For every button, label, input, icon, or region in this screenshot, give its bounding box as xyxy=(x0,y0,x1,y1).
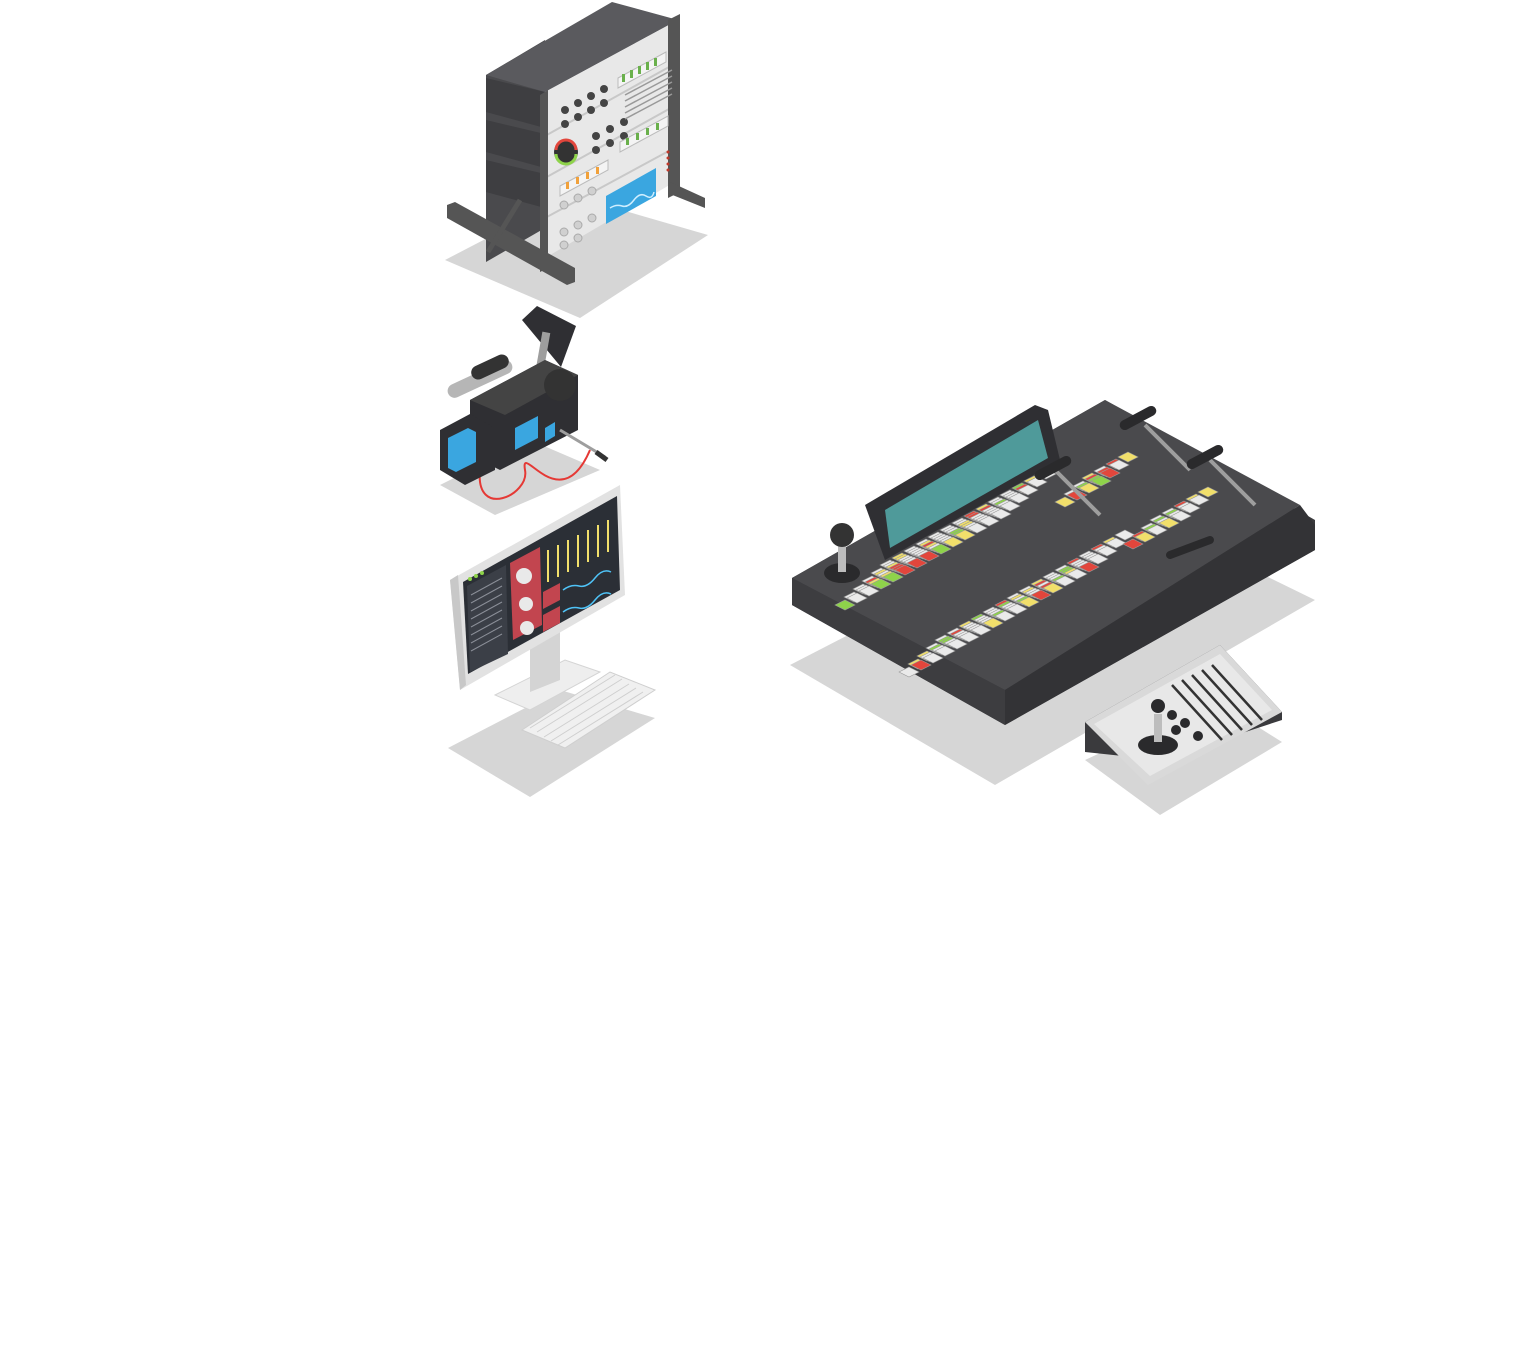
switcher-key xyxy=(942,536,964,548)
switcher-key xyxy=(870,578,892,590)
switcher-key xyxy=(1054,496,1076,508)
switcher-key xyxy=(922,652,944,664)
switcher-key xyxy=(1197,486,1219,498)
keyboard-icon xyxy=(520,671,657,749)
switcher-key xyxy=(918,550,940,562)
switcher-key xyxy=(934,645,956,657)
joystick-panel-icon xyxy=(1085,645,1282,815)
switcher-key xyxy=(1087,553,1109,565)
switcher-key xyxy=(1114,529,1136,541)
switcher-key xyxy=(1099,467,1121,479)
switcher-key xyxy=(1018,596,1040,608)
switcher-key xyxy=(1122,538,1144,550)
switcher-key xyxy=(858,585,880,597)
switcher-key xyxy=(1158,517,1180,529)
switcher-key xyxy=(1096,545,1118,557)
monitor-icon xyxy=(448,485,655,797)
switcher-key xyxy=(898,666,920,678)
switcher-key xyxy=(999,500,1021,512)
switcher-key xyxy=(846,592,868,604)
switcher-key xyxy=(990,508,1012,520)
switcher-key xyxy=(906,557,928,569)
switcher-key xyxy=(1188,494,1210,506)
switcher-key xyxy=(1078,561,1100,573)
switcher-key xyxy=(1134,531,1156,543)
switcher-key xyxy=(966,522,988,534)
switcher-key xyxy=(982,617,1004,629)
switcher-key xyxy=(1108,459,1130,471)
switcher-key xyxy=(954,529,976,541)
switcher-key xyxy=(882,571,904,583)
switcher-key xyxy=(910,659,932,671)
switcher-key xyxy=(1179,502,1201,514)
camcorder-icon xyxy=(440,306,609,515)
switcher-key xyxy=(930,543,952,555)
switcher-key xyxy=(1017,484,1039,496)
switcher-key xyxy=(1146,524,1168,536)
switcher-key xyxy=(958,631,980,643)
switcher-key xyxy=(970,624,992,636)
switcher-key xyxy=(1078,482,1100,494)
switcher-key xyxy=(834,599,856,611)
server-rack-icon xyxy=(445,2,708,318)
switcher-key xyxy=(946,638,968,650)
switcher-key xyxy=(1090,475,1112,487)
switcher-key xyxy=(994,610,1016,622)
switcher-key xyxy=(894,564,916,576)
switcher-key xyxy=(978,515,1000,527)
switcher-key xyxy=(1008,492,1030,504)
switcher-key xyxy=(1066,568,1088,580)
switcher-key xyxy=(1006,603,1028,615)
switcher-key xyxy=(1105,537,1127,549)
switcher-key xyxy=(1117,451,1139,463)
switcher-key xyxy=(1030,589,1052,601)
switcher-key xyxy=(1170,510,1192,522)
broadcast-mixer-icon xyxy=(790,400,1315,785)
switcher-key xyxy=(1042,582,1064,594)
switcher-key xyxy=(1054,575,1076,587)
